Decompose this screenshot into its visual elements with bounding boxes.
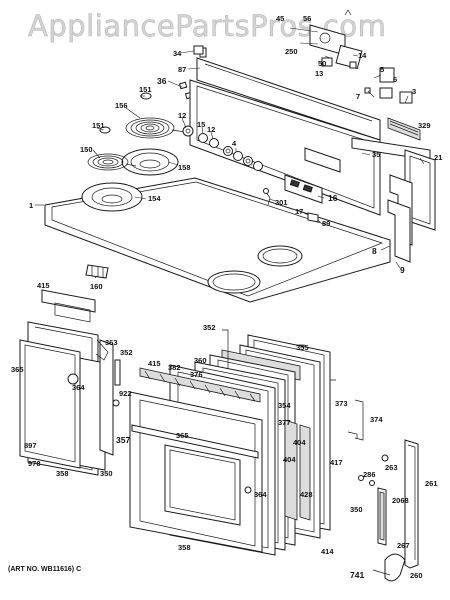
callout-6: 6: [393, 75, 397, 84]
callout-154: 154: [148, 194, 161, 203]
callout-156: 156: [115, 101, 128, 110]
callout-3: 3: [412, 87, 416, 96]
callout-87: 87: [178, 65, 186, 74]
callout-415-oven: 415: [148, 359, 161, 368]
callout-377: 377: [278, 418, 291, 427]
callout-labels: 45 56 250 50 14 13 34 87 5 6 7 3 329 36 …: [11, 14, 442, 580]
callout-21: 21: [434, 153, 442, 162]
callout-897: 897: [24, 441, 37, 450]
callout-360: 360: [194, 356, 207, 365]
callout-350-oven: 350: [350, 505, 363, 514]
cooktop-assembly: [44, 148, 391, 303]
callout-352-upper: 352: [203, 323, 216, 332]
callout-352-drawer: 352: [120, 348, 133, 357]
callout-35: 35: [372, 150, 380, 159]
callout-14: 14: [358, 51, 367, 60]
callout-13: 13: [315, 69, 323, 78]
door-hinge-assembly: [358, 439, 419, 582]
surface-element-large: [125, 117, 191, 139]
callout-358-oven: 358: [178, 543, 191, 552]
surface-element-small: [87, 153, 137, 171]
drawer-assembly: [19, 289, 121, 476]
backsplash-panel: [182, 57, 381, 216]
callout-263: 263: [385, 463, 398, 472]
callout-12-a: 12: [178, 111, 186, 120]
callout-364-drawer: 364: [72, 383, 85, 392]
callout-922: 922: [119, 389, 132, 398]
callout-354: 354: [278, 401, 291, 410]
callout-365-oven: 365: [176, 431, 189, 440]
callout-2068: 2068: [392, 496, 409, 505]
callout-151-upper: 151: [139, 85, 152, 94]
sensor-301: [263, 188, 271, 206]
callout-260: 260: [410, 571, 423, 580]
callout-428: 428: [300, 490, 313, 499]
clock-timer-module: [284, 174, 323, 204]
callout-376: 376: [190, 370, 203, 379]
callout-374: 374: [370, 415, 383, 424]
callout-151-lower: 151: [92, 121, 105, 130]
oven-door-assembly: [129, 329, 364, 556]
callout-978: 978: [28, 459, 41, 468]
side-bracket-left: [387, 174, 413, 263]
callout-9: 9: [400, 265, 405, 275]
callout-150: 150: [80, 145, 93, 154]
callout-5: 5: [380, 65, 384, 74]
callout-34: 34: [173, 49, 182, 58]
callout-250: 250: [285, 47, 298, 56]
callout-4: 4: [232, 139, 237, 148]
callout-373: 373: [335, 399, 348, 408]
callout-355: 355: [296, 343, 309, 352]
callout-leaders: [35, 27, 425, 279]
callout-357: 357: [116, 435, 130, 445]
callout-56: 56: [303, 14, 311, 23]
terminal-block: [85, 264, 109, 279]
callout-89: 89: [322, 219, 330, 228]
callout-404-b: 404: [283, 455, 296, 464]
art-number: (ART NO. WB11616) C: [8, 566, 81, 573]
callout-12-b: 12: [207, 125, 215, 134]
callout-261: 261: [425, 479, 438, 488]
callout-365-drawer: 365: [11, 365, 24, 374]
callout-45: 45: [276, 14, 284, 23]
callout-1: 1: [29, 201, 33, 210]
callout-417: 417: [330, 458, 343, 467]
small-clip-89: [307, 212, 319, 223]
callout-382: 382: [168, 363, 181, 372]
callout-741: 741: [350, 570, 364, 580]
callout-363: 363: [105, 338, 118, 347]
callout-8: 8: [372, 246, 377, 256]
callout-286: 286: [363, 470, 376, 479]
callout-414: 414: [321, 547, 334, 556]
callout-158: 158: [178, 163, 191, 172]
callout-36: 36: [157, 76, 167, 86]
callout-7: 7: [356, 92, 360, 101]
callout-17: 17: [295, 207, 303, 216]
callout-329: 329: [418, 121, 431, 130]
callout-15: 15: [197, 120, 205, 129]
callout-358-drawer: 358: [56, 469, 69, 478]
callout-16: 16: [328, 193, 338, 203]
callout-267: 267: [397, 541, 410, 550]
callout-364-oven: 364: [254, 490, 267, 499]
callout-301: 301: [275, 198, 288, 207]
callout-350-drawer: 350: [100, 469, 113, 478]
callout-415-drawer: 415: [37, 281, 50, 290]
callout-160: 160: [90, 282, 103, 291]
watermark-text: AppliancePartsPros.com: [28, 9, 386, 43]
infinite-switches: [193, 9, 413, 104]
callout-50: 50: [318, 59, 326, 68]
callout-404-a: 404: [293, 438, 306, 447]
